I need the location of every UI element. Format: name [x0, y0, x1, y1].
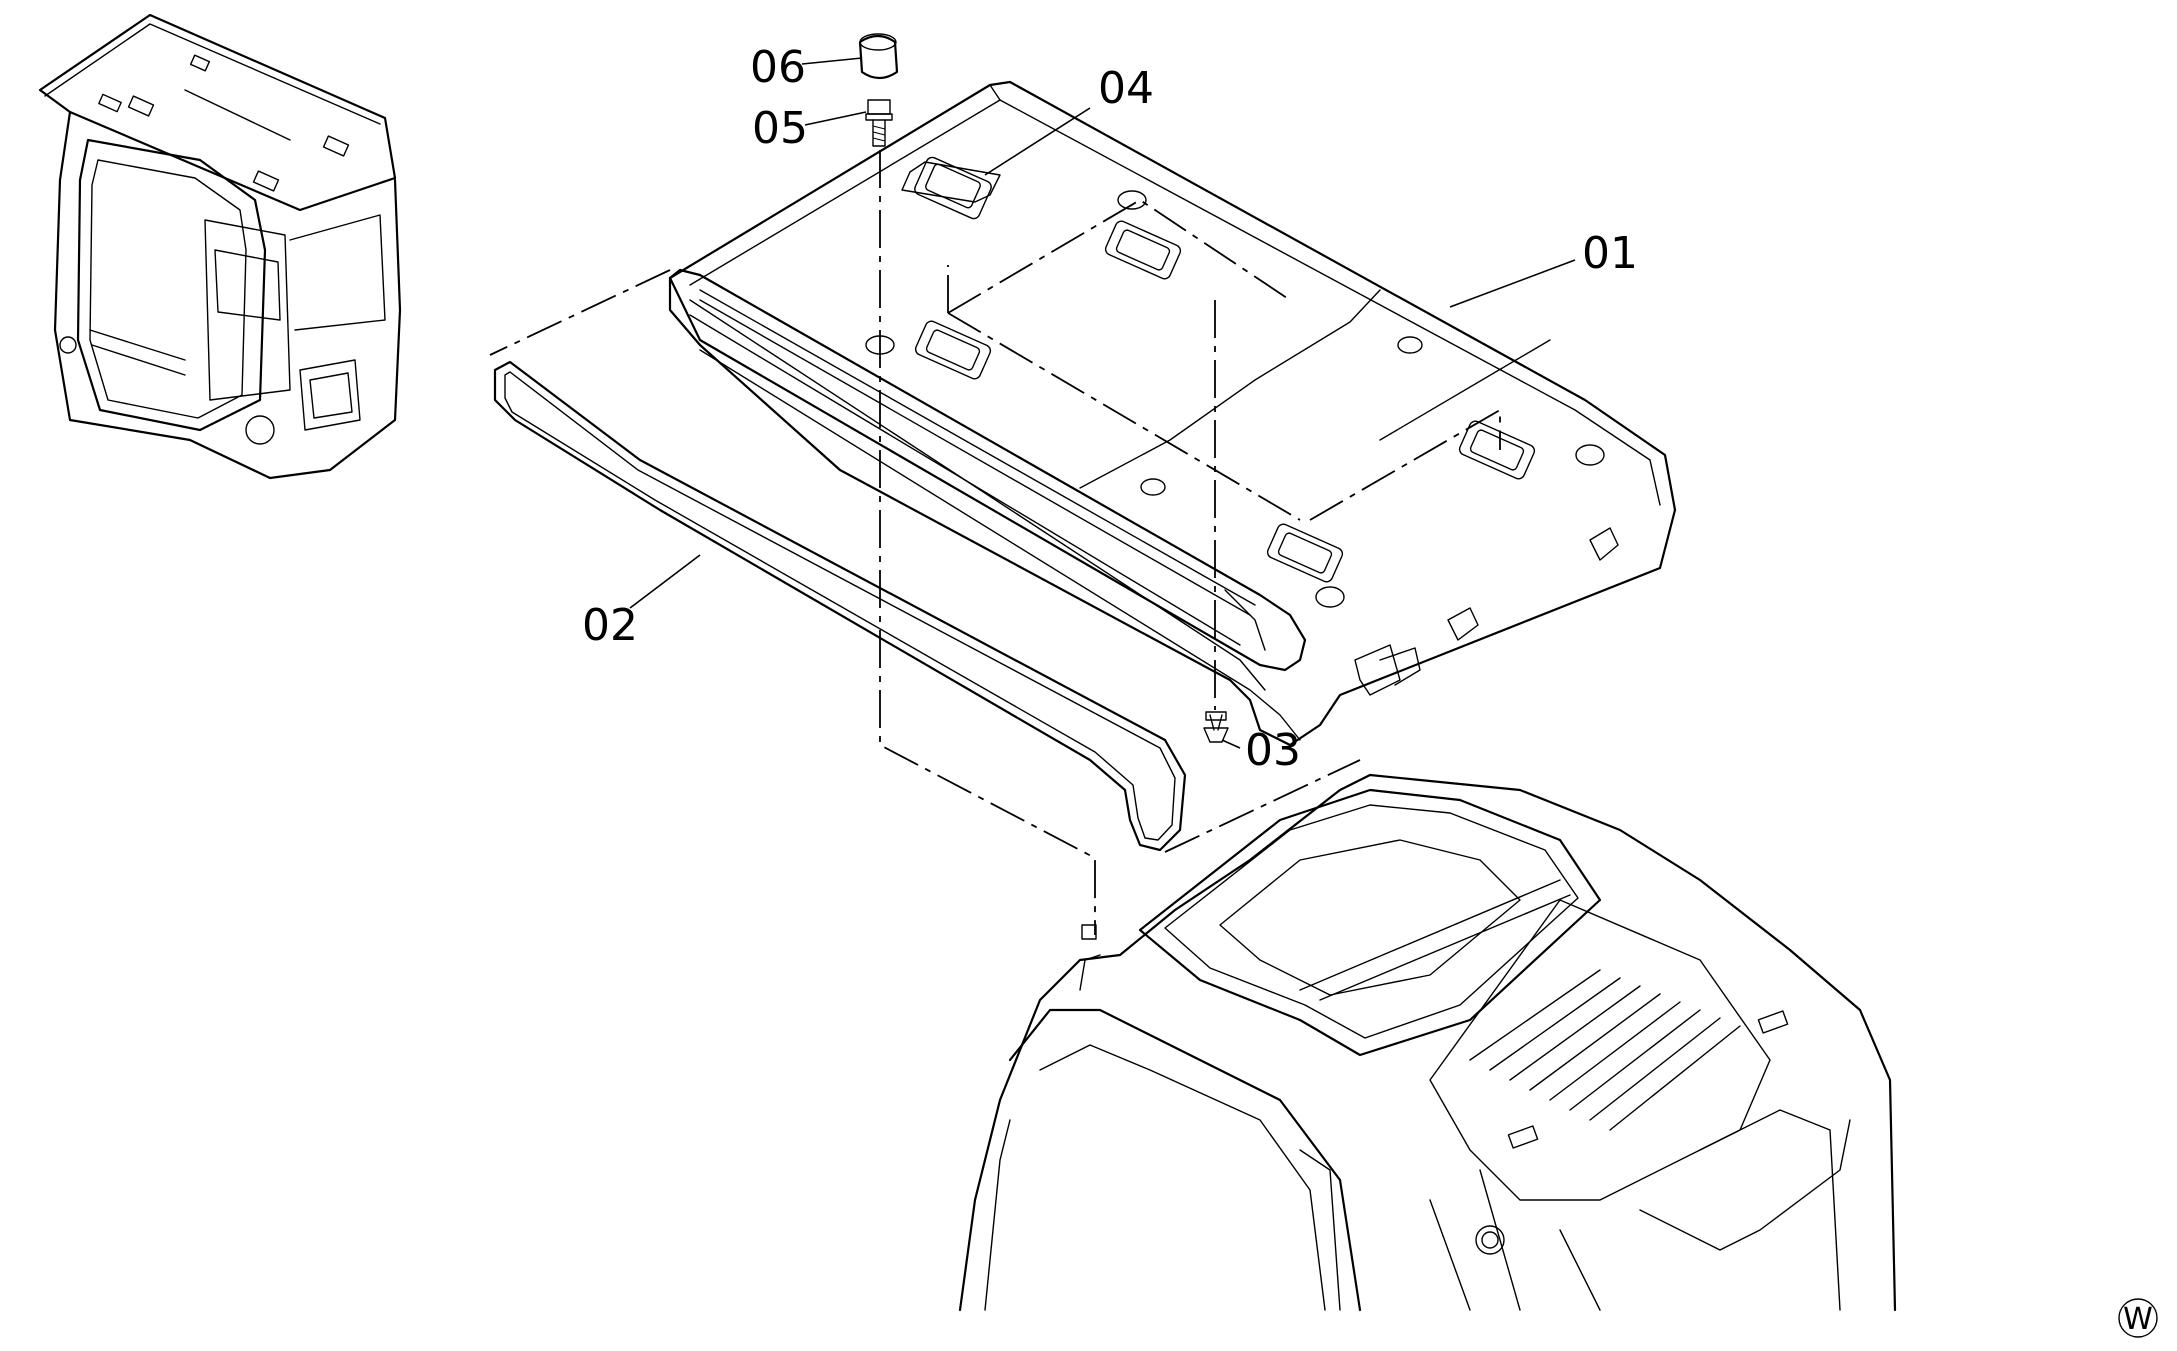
cab-main-view [958, 773, 1897, 1312]
callout-05: 05 [752, 103, 808, 154]
roof-recess [914, 156, 992, 220]
part-06-cap [858, 33, 899, 80]
callout-06: 06 [750, 42, 806, 93]
callout-03: 03 [1245, 725, 1301, 776]
part-05-bolt [865, 99, 893, 147]
corner-mark-letter: W [2123, 1302, 2153, 1337]
assembly-chain-lines [489, 150, 1501, 935]
part-02-seal [493, 360, 1187, 852]
callout-02: 02 [582, 600, 638, 651]
callout-04: 04 [1098, 63, 1154, 114]
corner-mark: W [2118, 1298, 2158, 1338]
cab-overview-thumbnail [38, 13, 402, 480]
leader-lines [629, 57, 1576, 749]
part-03-clip [1203, 711, 1229, 743]
callout-01: 01 [1582, 228, 1638, 279]
part-01-roof-cover [668, 80, 1677, 747]
part-04-pad [901, 161, 1001, 203]
